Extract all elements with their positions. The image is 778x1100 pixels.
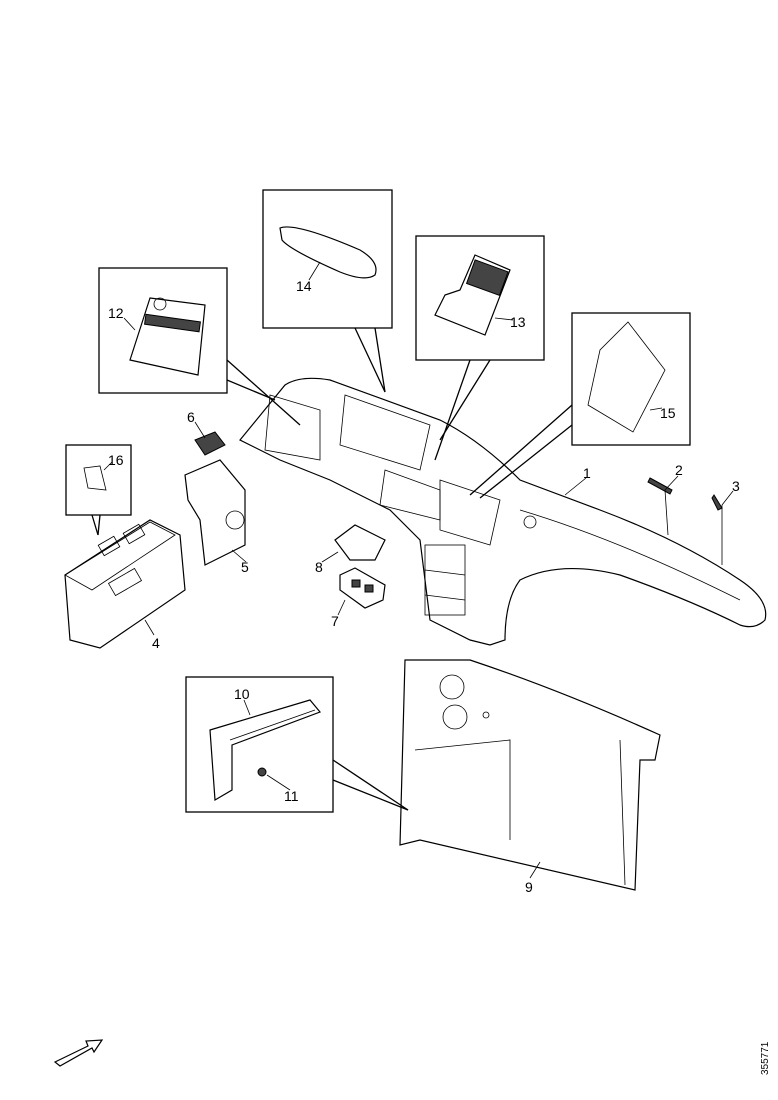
callout-label-6: 6 xyxy=(187,409,195,425)
part-5-bracket xyxy=(184,459,246,566)
callout-label-9: 9 xyxy=(525,879,533,895)
part-7 xyxy=(339,567,386,609)
callout-box-10-11 xyxy=(185,676,334,813)
callout-label-15: 15 xyxy=(660,405,676,421)
callout-label-1: 1 xyxy=(583,465,591,481)
arrow-forward-icon xyxy=(53,1039,104,1067)
callout-label-11: 11 xyxy=(284,788,299,804)
callout-label-12: 12 xyxy=(108,305,124,321)
part-6 xyxy=(194,431,226,456)
callout-label-13: 13 xyxy=(510,314,526,330)
callout-box-12 xyxy=(98,267,228,394)
document-id: 355771 xyxy=(760,1041,771,1075)
part-9-lower-panel xyxy=(399,659,661,891)
callout-label-10: 10 xyxy=(234,686,250,702)
callout-label-2: 2 xyxy=(675,462,683,478)
callout-label-16: 16 xyxy=(108,452,124,468)
callout-label-4: 4 xyxy=(152,635,160,651)
callout-label-7: 7 xyxy=(331,613,339,629)
part-2 xyxy=(647,477,673,495)
callout-label-8: 8 xyxy=(315,559,323,575)
callout-label-5: 5 xyxy=(241,559,249,575)
callout-label-3: 3 xyxy=(732,478,740,494)
callout-box-15 xyxy=(571,312,691,446)
callout-box-16 xyxy=(65,444,132,516)
part-1-dashboard xyxy=(239,377,767,646)
part-8 xyxy=(334,524,386,561)
part-3 xyxy=(711,494,723,511)
callout-label-14: 14 xyxy=(296,278,312,294)
part-4-console xyxy=(64,519,186,649)
